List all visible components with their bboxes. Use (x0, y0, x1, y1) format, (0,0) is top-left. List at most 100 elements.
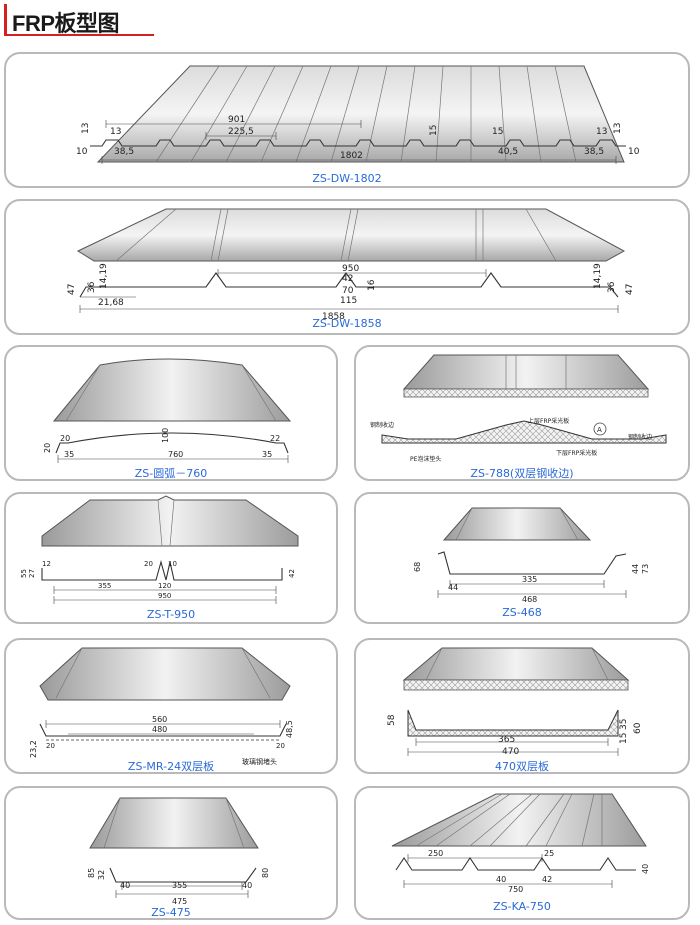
dim-10-a: 10 (76, 147, 88, 157)
panel-zs-dw-1802: 901 225,5 13 13 10 38,5 15 15 40,5 13 13… (4, 52, 690, 188)
caption: ZS-468 (502, 606, 542, 619)
caption: ZS-475 (151, 906, 191, 919)
dim-225-5: 225,5 (228, 127, 254, 137)
diagram-zs-mr-24: 560 480 48,5 23,2 20 20 玻璃钢堵头 (29, 647, 294, 766)
dim-470: 470 (502, 747, 519, 757)
dim-40-b: 40 (641, 864, 650, 874)
dim-44-b: 44 (631, 564, 640, 574)
dim-475: 475 (172, 897, 187, 906)
dim-25: 25 (544, 849, 554, 858)
profile-line (395, 857, 636, 871)
diagram-zs-475: 85 32 40 355 475 40 80 (87, 797, 270, 906)
dim-60: 60 (633, 722, 643, 734)
title-underline (4, 34, 154, 36)
dim-760: 760 (168, 450, 183, 459)
dim-20-a: 20 (46, 742, 55, 750)
dim-1858: 1858 (322, 312, 345, 322)
dim-22: 22 (270, 434, 280, 443)
caption: ZS-T-950 (146, 608, 196, 621)
dim-250: 250 (428, 849, 443, 858)
sheet-3d-view (96, 65, 625, 163)
panel-zs-arc-760: 20 20 100 22 35 760 35 ZS-圆弧－760 (4, 345, 338, 481)
dim-1802: 1802 (340, 151, 363, 161)
profile-line (41, 559, 283, 581)
label-upper-frp: 上层FRP采光板 (528, 417, 569, 425)
dim-68: 68 (413, 562, 422, 572)
dim-48-5: 48,5 (285, 720, 294, 738)
sheet-3d-view (41, 495, 299, 547)
dim-13-a: 13 (110, 127, 121, 137)
sheet-3d-view (39, 647, 291, 701)
dim-480: 480 (152, 725, 167, 734)
profile-line (55, 432, 289, 454)
sheet-3d-view (402, 354, 650, 390)
profile-line (109, 867, 257, 883)
dim-40-5: 40,5 (498, 147, 518, 157)
diagram-zs-dw-1802: 901 225,5 13 13 10 38,5 15 15 40,5 13 13… (76, 65, 640, 164)
label-frp-plug: 玻璃钢堵头 (242, 757, 277, 766)
dim-35: 35 (619, 719, 629, 730)
title-accent-bar (4, 4, 7, 34)
panel-zs-788: 钢制收边 上层FRP采光板 PE泡沫垫头 下层FRP采光板 钢制收边 A ZS-… (354, 345, 690, 481)
panel-zs-475: 85 32 40 355 475 40 80 ZS-475 (4, 786, 338, 920)
foam-profile (407, 709, 619, 737)
dim-20-b: 20 (60, 434, 70, 443)
dim-42: 42 (288, 569, 296, 578)
dim-36-b: 36 (607, 281, 617, 293)
dim-13-b: 13 (81, 123, 91, 134)
dim-365: 365 (498, 735, 515, 745)
dim-35-a: 35 (64, 450, 74, 459)
dim-85: 85 (87, 868, 96, 878)
dim-20: 20 (144, 560, 153, 568)
dim-47-a: 47 (67, 284, 77, 295)
diagram-zs-t-950: 12 55 27 20 10 355 120 950 42 (20, 495, 299, 604)
caption: ZS-KA-750 (493, 900, 551, 913)
dim-40-a: 40 (496, 875, 506, 884)
dim-42: 42 (342, 274, 353, 284)
diagram-zs-arc-760: 20 20 100 22 35 760 35 (43, 358, 292, 463)
dim-40-b: 40 (242, 881, 252, 890)
dim-32: 32 (97, 870, 106, 880)
dim-47-b: 47 (625, 284, 635, 295)
dim-58: 58 (387, 714, 397, 726)
diagram-zs-ka-750: 250 25 40 750 42 40 (391, 793, 650, 894)
dim-16: 16 (367, 279, 377, 291)
sheet-3d-view (89, 797, 259, 849)
sheet-3d-view (391, 793, 647, 847)
dim-100: 100 (161, 428, 170, 443)
panel-zs-ka-750: 250 25 40 750 42 40 ZS-KA-750 (354, 786, 690, 920)
panel-zs-dw-1858: 950 42 70 115 16 47 36 14,19 21,68 1858 … (4, 199, 690, 335)
dim-950: 950 (158, 592, 171, 600)
dim-70: 70 (342, 286, 354, 296)
profile-line (90, 139, 626, 147)
dim-15-b: 15 (492, 127, 503, 137)
dim-23-2: 23,2 (29, 740, 38, 758)
dim-10-b: 10 (628, 147, 640, 157)
detail-marker-a: A (597, 426, 602, 434)
dim-750: 750 (508, 885, 523, 894)
dim-35-b: 35 (262, 450, 272, 459)
label-steel-edge-left: 钢制收边 (370, 421, 394, 429)
panel-zs-468: 68 44 335 468 44 73 ZS-468 (354, 492, 690, 624)
dim-560: 560 (152, 715, 167, 724)
dim-355: 355 (172, 881, 187, 890)
dim-335: 335 (522, 575, 537, 584)
dim-468: 468 (522, 595, 537, 604)
caption: 470双层板 (495, 760, 549, 773)
dim-355: 355 (98, 582, 111, 590)
profile-line (39, 723, 287, 737)
caption: ZS-DW-1802 (312, 172, 382, 185)
dim-950: 950 (342, 264, 359, 274)
dim-14-19-a: 14,19 (99, 263, 109, 289)
panel-zs-470: 58 35 15 60 365 470 470双层板 (354, 638, 690, 774)
dim-36-a: 36 (87, 281, 97, 293)
dim-15-a: 15 (429, 125, 439, 136)
dim-27: 27 (28, 569, 36, 578)
dim-20-b: 20 (276, 742, 285, 750)
dim-21-68: 21,68 (98, 298, 124, 308)
dim-13-d: 13 (613, 123, 623, 134)
label-steel-edge-right: 钢制收边 (628, 433, 652, 441)
dim-15: 15 (619, 733, 629, 744)
panel-zs-t-950: 12 55 27 20 10 355 120 950 42 ZS-T-950 (4, 492, 338, 624)
dim-42: 42 (542, 875, 552, 884)
